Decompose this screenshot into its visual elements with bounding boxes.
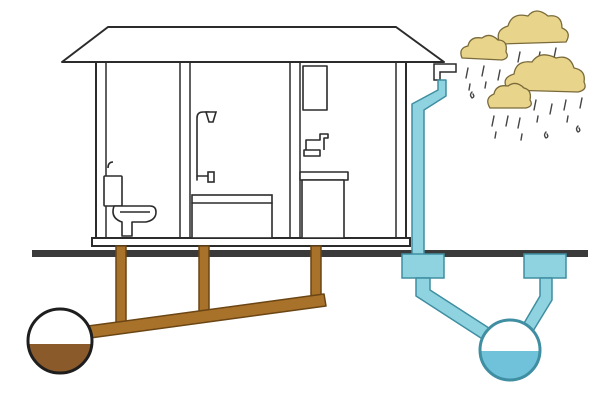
toilet-icon: [103, 161, 157, 237]
clouds: [460, 10, 586, 109]
sewage-drop-pipe-2: [198, 245, 210, 313]
catch-basin-1: [401, 253, 445, 279]
catch-basin-2: [523, 253, 567, 279]
roof-gutter: [433, 63, 457, 81]
cloud-4: [487, 82, 532, 109]
mirror-cabinet: [302, 65, 328, 111]
rain-cloud-icon: [460, 10, 586, 141]
cloud-3: [504, 54, 586, 93]
cloud-1: [497, 10, 569, 45]
house-roof: [61, 26, 445, 63]
vanity-counter: [299, 171, 349, 181]
faucet-icon: [299, 65, 349, 239]
downspout: [411, 79, 447, 257]
sewage-system: [26, 245, 327, 375]
vanity-cabinet: [301, 179, 345, 239]
bathtub: [191, 194, 273, 239]
storm-pipe-left: [415, 277, 493, 341]
house-floor: [91, 237, 411, 247]
sewage-drop-pipe-3: [310, 245, 322, 301]
ground-line: [32, 250, 588, 257]
sewage-drop-pipe-1: [115, 245, 127, 327]
shower-icon: [191, 111, 273, 239]
cloud-2: [460, 34, 508, 61]
storm-water-system: [401, 63, 567, 382]
